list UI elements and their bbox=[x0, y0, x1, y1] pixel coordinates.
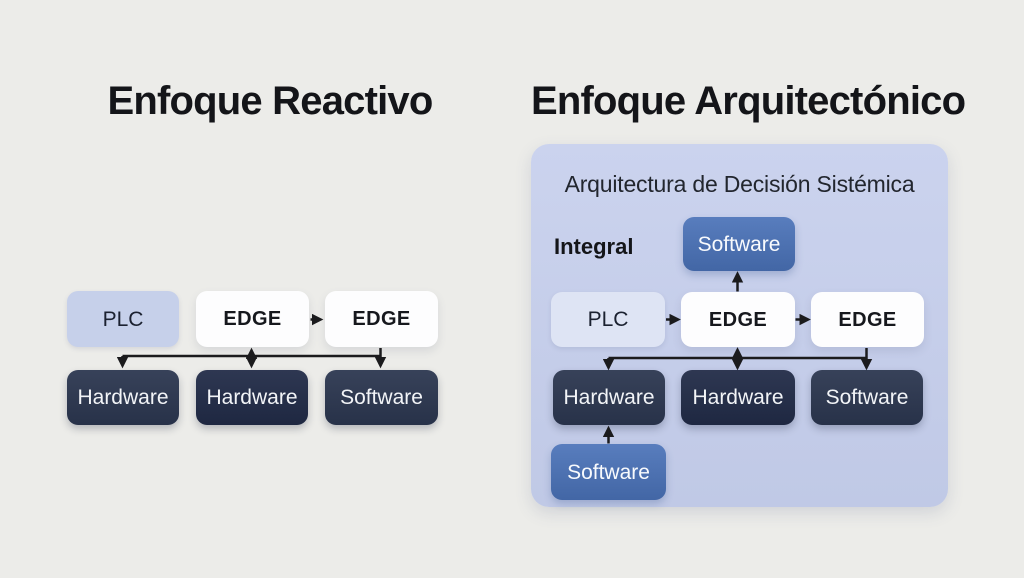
panel-title: Arquitectura de Decisión Sistémica bbox=[564, 171, 915, 197]
left-node-plc: PLC bbox=[67, 291, 179, 347]
right-title: Enfoque Arquitectónico bbox=[531, 79, 966, 123]
right-node-software-right: Software bbox=[811, 370, 923, 425]
integral-label: Integral bbox=[554, 234, 634, 259]
right-node-hardware-2: Hardware bbox=[681, 370, 795, 425]
right-node-hardware-1: Hardware bbox=[553, 370, 665, 425]
left-node-edge-2: EDGE bbox=[325, 291, 438, 347]
left-node-hardware-1: Hardware bbox=[67, 370, 179, 425]
left-node-software: Software bbox=[325, 370, 438, 425]
right-node-plc: PLC bbox=[551, 292, 665, 347]
right-node-software-top: Software bbox=[683, 217, 795, 271]
left-node-hardware-2: Hardware bbox=[196, 370, 308, 425]
left-node-edge-1: EDGE bbox=[196, 291, 309, 347]
right-node-edge-1: EDGE bbox=[681, 292, 795, 347]
right-node-edge-2: EDGE bbox=[811, 292, 924, 347]
right-node-software-bottom: Software bbox=[551, 444, 666, 500]
left-title: Enfoque Reactivo bbox=[107, 79, 433, 123]
